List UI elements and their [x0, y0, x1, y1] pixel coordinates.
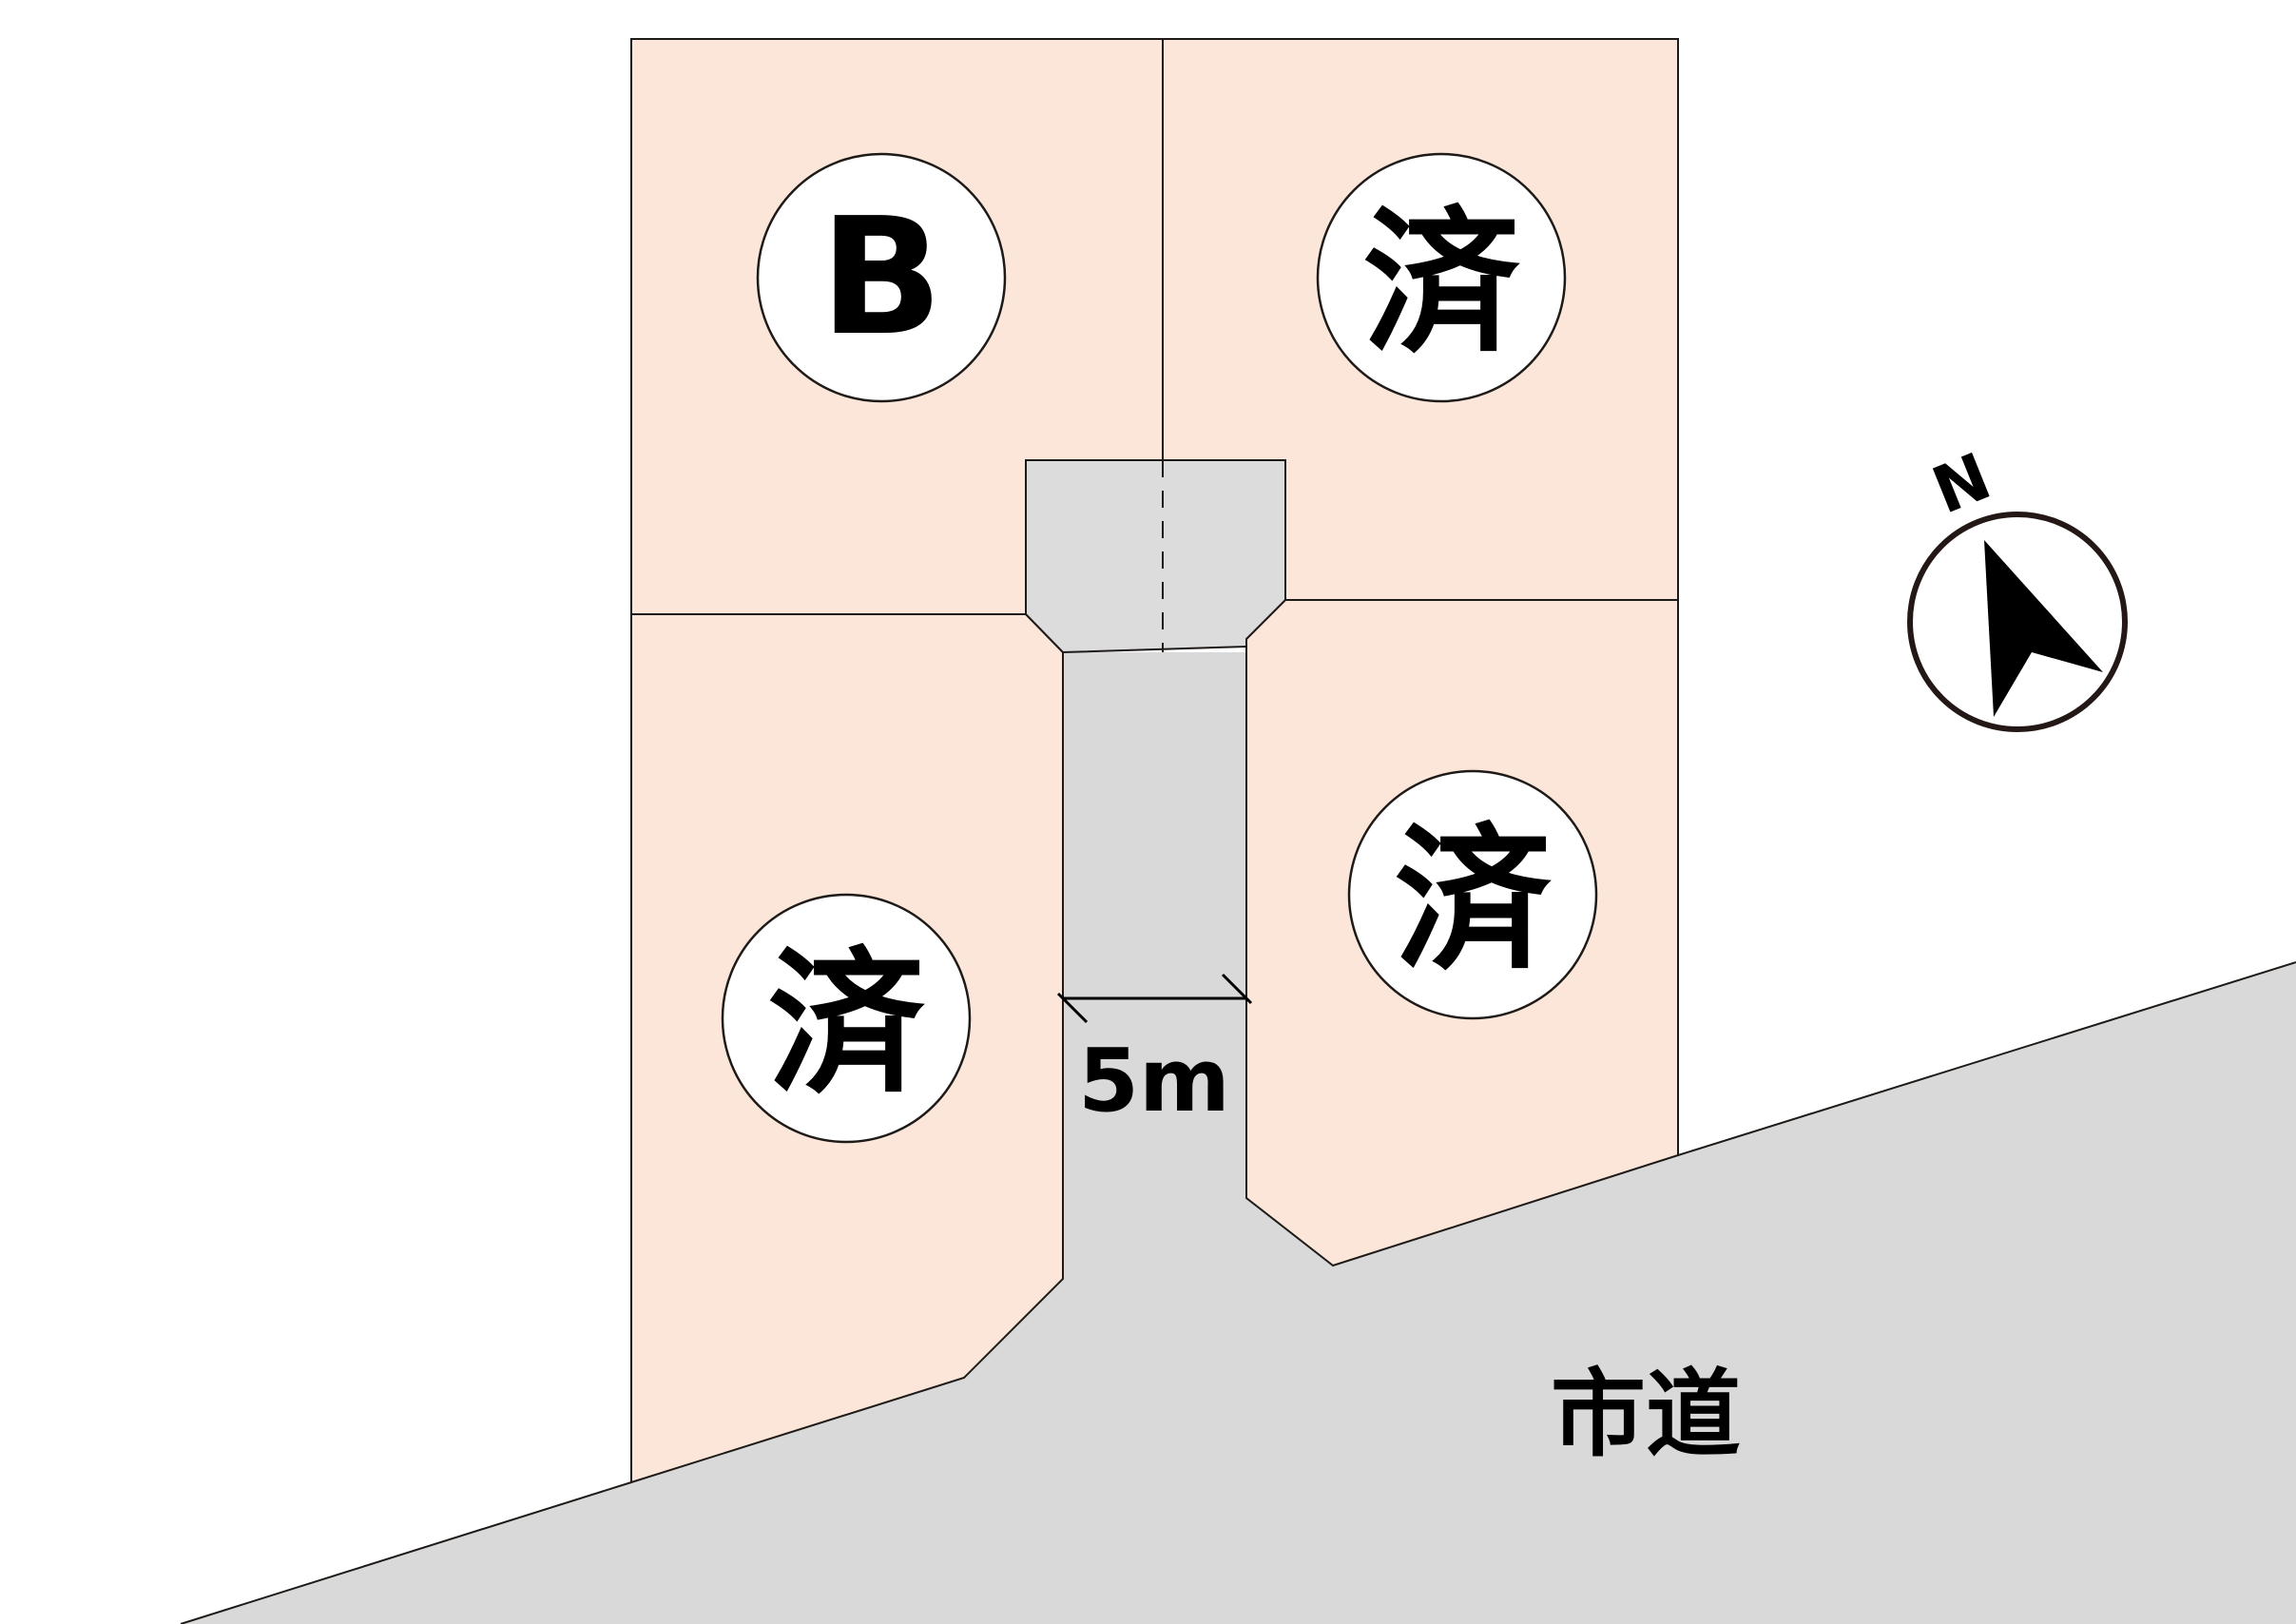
road-label: 市道	[1551, 1359, 1741, 1470]
lot-sw-badge: 済	[721, 893, 972, 1144]
north-compass-icon: N	[1907, 439, 2128, 732]
lot-ne-badge: 済	[1316, 152, 1567, 403]
road-edge-line-east	[1677, 961, 2296, 1156]
city-road	[181, 652, 2296, 1624]
svg-text:済: 済	[1395, 809, 1553, 992]
lot-se-badge: 済	[1347, 769, 1598, 1020]
svg-text:B: B	[820, 184, 943, 372]
width-dimension: 5m	[1056, 973, 1253, 1131]
width-label: 5m	[1078, 1030, 1230, 1131]
svg-text:済: 済	[1363, 192, 1521, 375]
shared-driveway	[1025, 459, 1286, 1198]
lot-b-badge: B	[756, 152, 1007, 403]
road-edge-line	[180, 1481, 632, 1624]
svg-text:済: 済	[768, 933, 926, 1115]
